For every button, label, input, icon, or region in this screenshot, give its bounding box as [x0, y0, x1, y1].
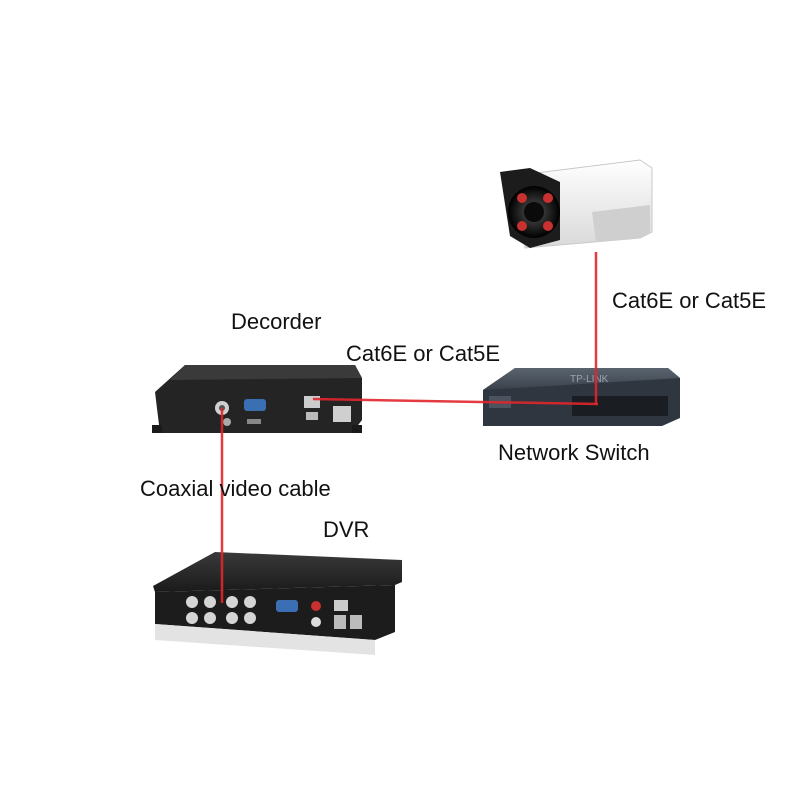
decoder-box [152, 365, 362, 433]
bnc-input-row [186, 596, 256, 624]
dvr-recorder [153, 552, 402, 655]
decoder-cable-label: Cat6E or Cat5E [346, 341, 501, 366]
decoder-label: Decorder [231, 309, 322, 334]
camera-cable-label: Cat6E or Cat5E [612, 288, 767, 313]
coaxial-cable-label: Coaxial video cable [140, 476, 331, 501]
network-switch: TP-LINK [483, 368, 680, 426]
dvr-label: DVR [323, 517, 370, 542]
bullet-camera [500, 159, 653, 249]
switch-brand: TP-LINK [570, 374, 609, 385]
decoder-to-switch-cable [312, 397, 599, 406]
cables [220, 252, 599, 603]
network-switch-label: Network Switch [498, 440, 650, 465]
vga-port-icon [244, 399, 266, 411]
ethernet-port-icon [304, 396, 320, 408]
switch-ports [572, 396, 668, 416]
